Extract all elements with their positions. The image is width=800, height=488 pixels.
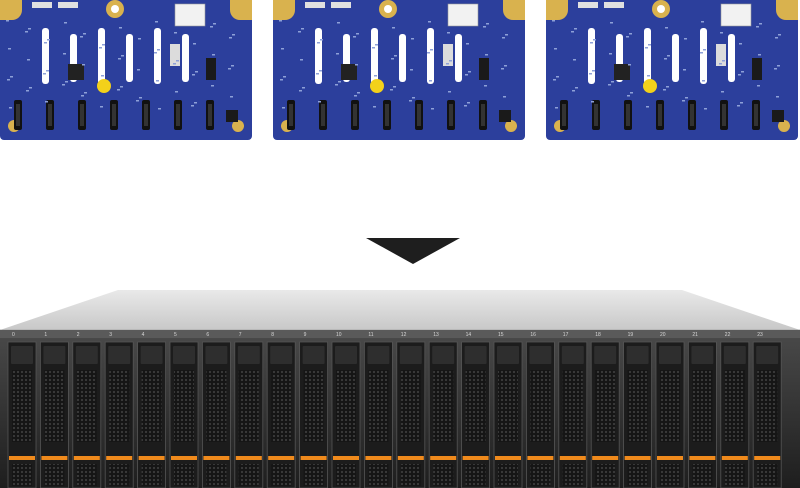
drive-indicator	[268, 456, 295, 460]
bay-number-label: 6	[206, 332, 210, 338]
drive-bay	[558, 341, 588, 488]
drive-bay	[234, 341, 264, 488]
drive-bay	[331, 341, 361, 488]
drive-bay	[104, 341, 134, 488]
bay-number-label: 10	[336, 332, 342, 338]
drive-indicator	[300, 456, 327, 460]
bay-number-label: 19	[627, 332, 634, 338]
drive-bay	[752, 341, 782, 488]
drive-bay	[688, 341, 717, 488]
drive-bay	[623, 341, 652, 488]
bay-number-label: 22	[724, 332, 731, 338]
drive-indicator	[559, 456, 586, 460]
drive-bay	[266, 341, 296, 488]
drive-indicator	[171, 456, 197, 460]
bay-number-label: 16	[530, 332, 536, 338]
drive-bay	[428, 341, 458, 488]
drive-bay	[363, 341, 393, 488]
drive-bay	[137, 341, 167, 488]
drive-bay	[299, 341, 329, 488]
drive-bay	[169, 341, 199, 488]
drive-indicator	[106, 456, 133, 460]
drive-indicator	[592, 456, 619, 460]
drive-indicator	[689, 456, 716, 460]
drive-indicator	[527, 456, 554, 460]
bay-number-label: 15	[498, 332, 504, 338]
drive-indicator	[9, 456, 35, 460]
drive-bay	[655, 341, 685, 488]
drive-indicator	[495, 456, 521, 460]
bay-number-label: 14	[465, 332, 472, 338]
drive-bay	[396, 341, 426, 488]
bay-number-label: 21	[692, 332, 698, 338]
bay-number-label: 13	[433, 332, 439, 338]
drive-indicator	[657, 456, 683, 460]
drive-bay	[526, 341, 555, 488]
drive-indicator	[41, 456, 68, 460]
bay-number-label: 3	[109, 332, 112, 338]
bay-number-label: 2	[76, 332, 80, 338]
drive-bay	[720, 341, 750, 488]
drive-bay	[40, 341, 69, 488]
drive-indicator	[138, 456, 165, 460]
bay-number-label: 23	[757, 332, 763, 338]
bay-number-label: 8	[271, 332, 274, 338]
drive-bay	[590, 341, 620, 488]
backplane-board	[273, 0, 525, 140]
drive-bay	[461, 341, 491, 488]
backplane-board	[546, 0, 798, 140]
bay-number-label: 18	[595, 332, 601, 338]
bay-number-label: 4	[141, 332, 145, 338]
drive-indicator	[397, 456, 424, 460]
drive-indicator	[203, 456, 230, 460]
backplane-board	[0, 0, 252, 140]
drive-indicator	[73, 456, 100, 460]
bay-number-label: 5	[174, 332, 177, 338]
drive-indicator	[721, 456, 748, 460]
drive-indicator	[430, 456, 457, 460]
drive-indicator	[624, 456, 651, 460]
drive-bay	[493, 341, 523, 488]
bay-number-label: 17	[562, 332, 569, 338]
drive-indicator	[365, 456, 392, 460]
drive-indicator	[235, 456, 262, 460]
bay-number-label: 9	[303, 332, 307, 338]
drive-bay	[201, 341, 231, 488]
server-chassis	[0, 290, 800, 488]
bay-number-label: 20	[660, 332, 666, 338]
drive-bay	[72, 341, 102, 488]
bay-number-label: 1	[44, 332, 48, 338]
bay-number-label: 7	[238, 332, 242, 338]
down-triangle-icon	[366, 238, 460, 264]
bay-number-label: 11	[368, 332, 374, 338]
drive-indicator	[754, 456, 781, 460]
bay-number-label: 12	[400, 332, 407, 338]
drive-indicator	[462, 456, 489, 460]
drive-bay	[7, 341, 37, 488]
bay-number-label: 0	[12, 332, 15, 338]
drive-indicator	[333, 456, 359, 460]
